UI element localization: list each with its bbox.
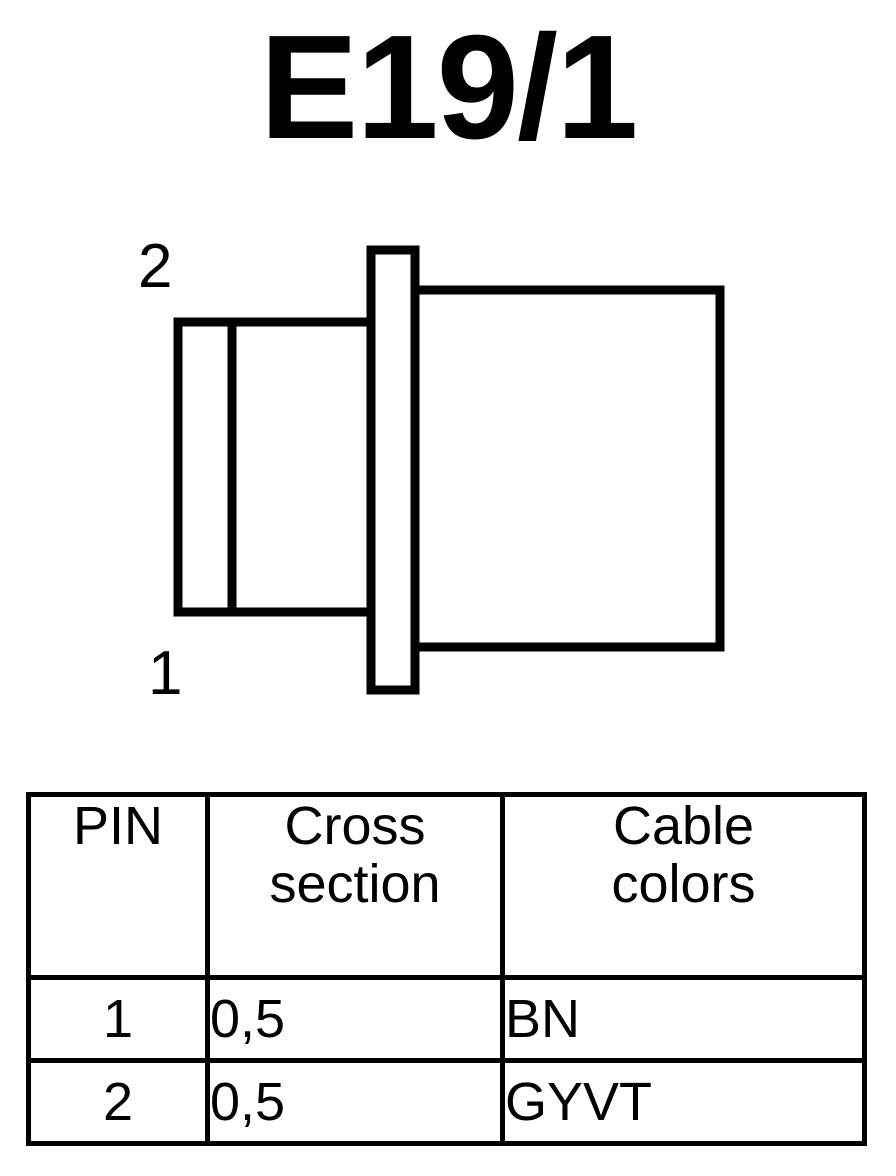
column-header-cross-section-line1: Cross bbox=[284, 796, 426, 856]
cell-cable-colors: GYVT bbox=[500, 1058, 867, 1146]
column-header-cable-colors-line1: Cable bbox=[612, 796, 755, 856]
table-header-row: PIN Cross section Cable colors bbox=[26, 792, 867, 980]
pin-callout-2: 2 bbox=[138, 232, 173, 301]
cell-cross-section: 0,5 bbox=[205, 1058, 505, 1146]
table-row: 1 0,5 BN bbox=[26, 975, 867, 1063]
cell-pin: 1 bbox=[26, 975, 210, 1063]
column-header-pin-label: PIN bbox=[72, 796, 164, 856]
cell-cross-section: 0,5 bbox=[205, 975, 505, 1063]
connector-rear-body bbox=[389, 285, 725, 652]
cell-pin: 2 bbox=[26, 1058, 210, 1146]
page-title: E19/1 bbox=[259, 5, 639, 170]
connector-flange bbox=[366, 245, 420, 695]
pin-table-container: PIN Cross section Cable colors 1 0,5 BN … bbox=[26, 792, 867, 1146]
column-header-cable-colors: Cable colors bbox=[500, 792, 867, 980]
pin-table-head: PIN Cross section Cable colors bbox=[26, 792, 867, 980]
pin-table: PIN Cross section Cable colors 1 0,5 BN … bbox=[26, 792, 867, 1146]
column-header-pin: PIN bbox=[26, 792, 210, 980]
column-header-cable-colors-line2: colors bbox=[611, 854, 756, 915]
table-row: 2 0,5 GYVT bbox=[26, 1058, 867, 1146]
column-header-cross-section: Cross section bbox=[205, 792, 505, 980]
connector-front-body bbox=[173, 317, 399, 617]
connector-drawing-svg bbox=[173, 245, 725, 695]
pin-callout-1: 1 bbox=[148, 639, 183, 708]
connector-diagram bbox=[0, 220, 896, 740]
column-header-cross-section-line2: section bbox=[269, 854, 441, 915]
cell-cable-colors: BN bbox=[500, 975, 867, 1063]
pin-table-body: 1 0,5 BN 2 0,5 GYVT bbox=[26, 975, 867, 1146]
